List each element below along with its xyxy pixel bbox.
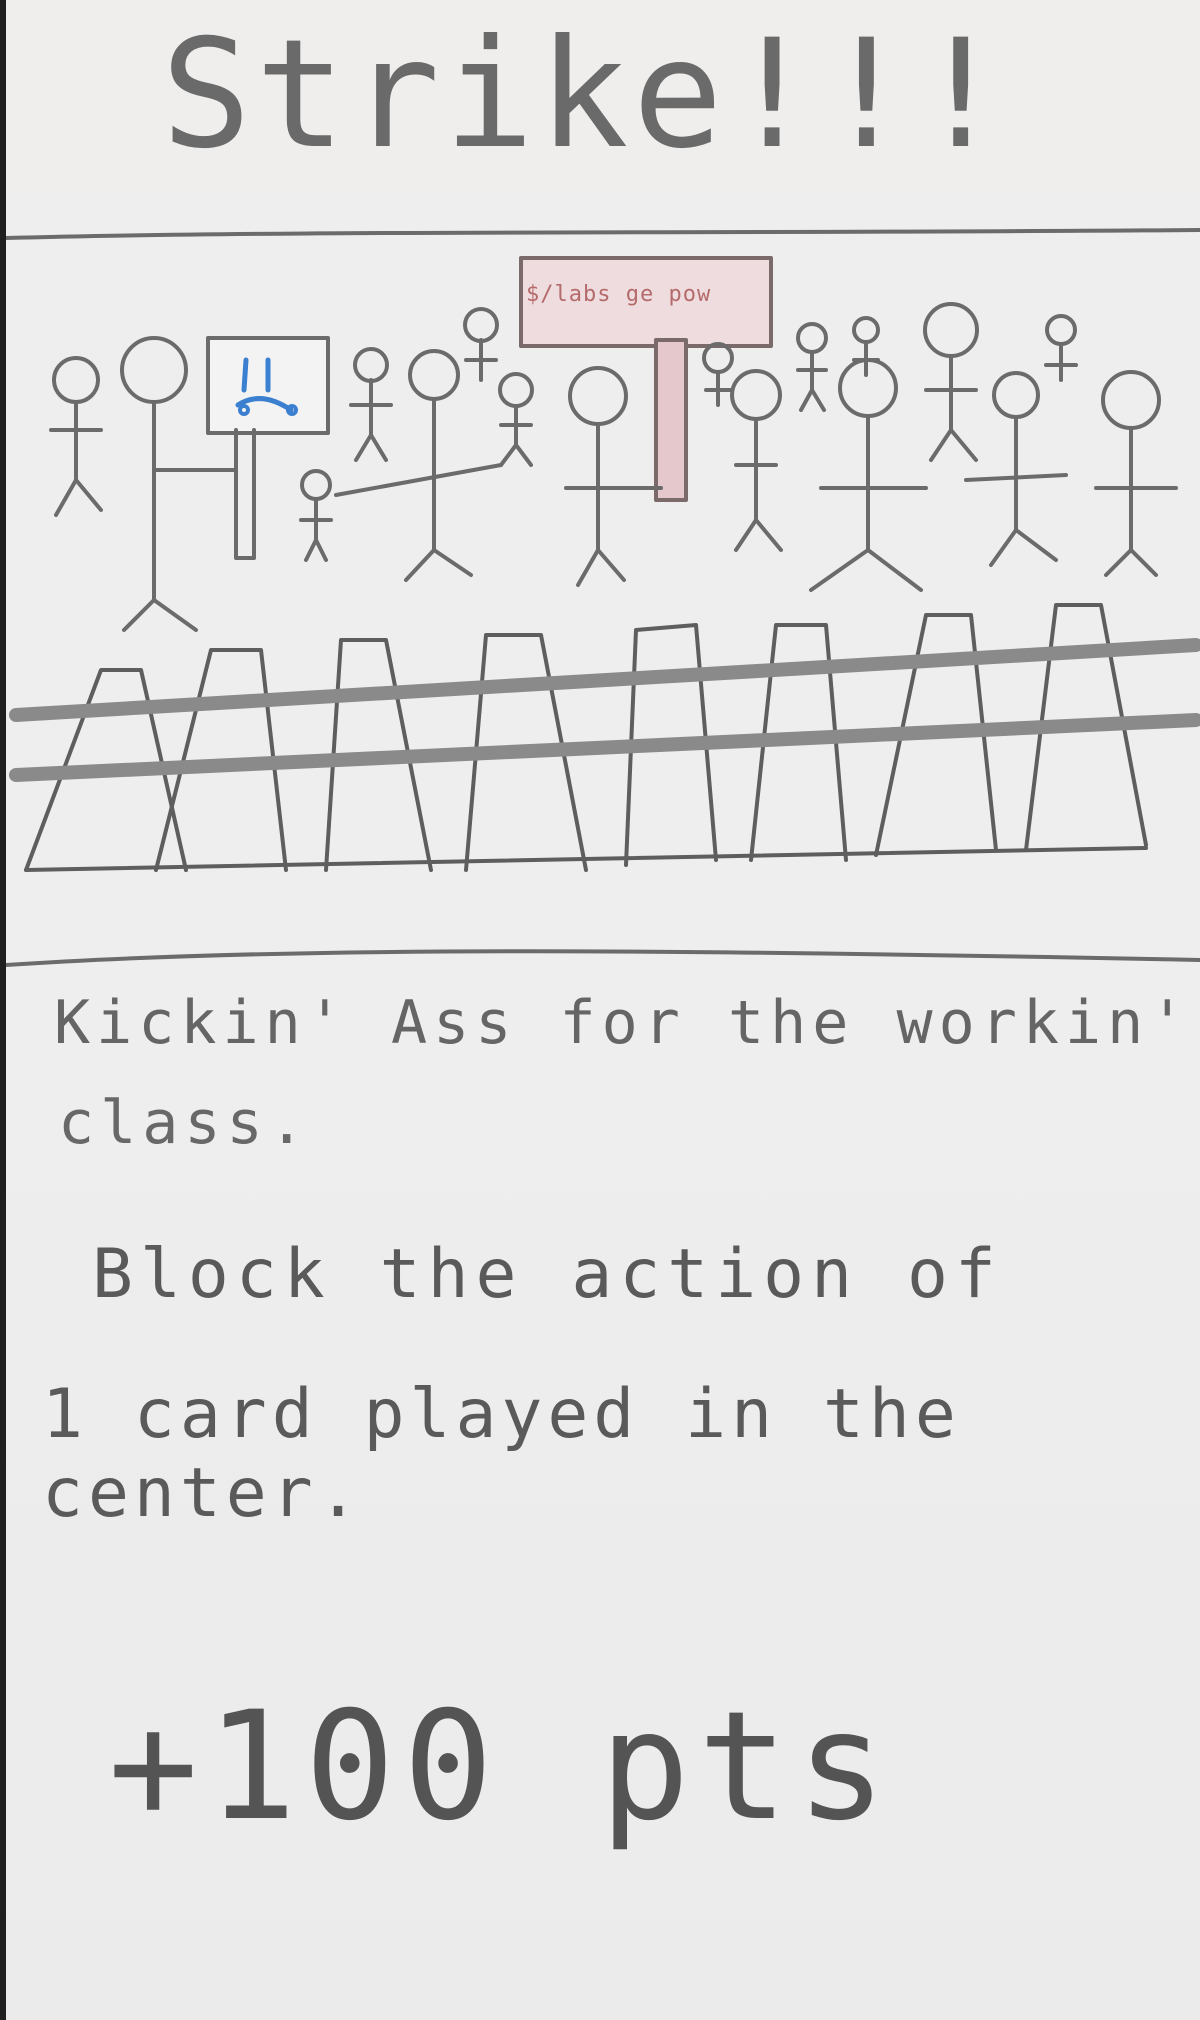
barricade: [9, 603, 1200, 872]
game-card[interactable]: Strike!!!: [6, 0, 1200, 2020]
pink-sign: [519, 256, 773, 502]
sign-label: $/labs ge pow: [526, 282, 712, 307]
ability-text-line1: Block the action of: [92, 1235, 1003, 1314]
ability-text-line2: 1 card played in the center.: [42, 1375, 961, 1533]
card-title: Strike!!!: [161, 8, 1010, 182]
blue-sign: [206, 336, 330, 560]
flavor-text-line2: class.: [58, 1088, 311, 1158]
points-value: +100 pts: [108, 1680, 895, 1854]
bottom-divider: [6, 949, 1200, 967]
top-divider: [6, 228, 1200, 240]
crowd: [49, 302, 1178, 632]
flavor-text-line1: Kickin' Ass for the workin': [54, 988, 1192, 1058]
strike-illustration: [6, 228, 1200, 967]
